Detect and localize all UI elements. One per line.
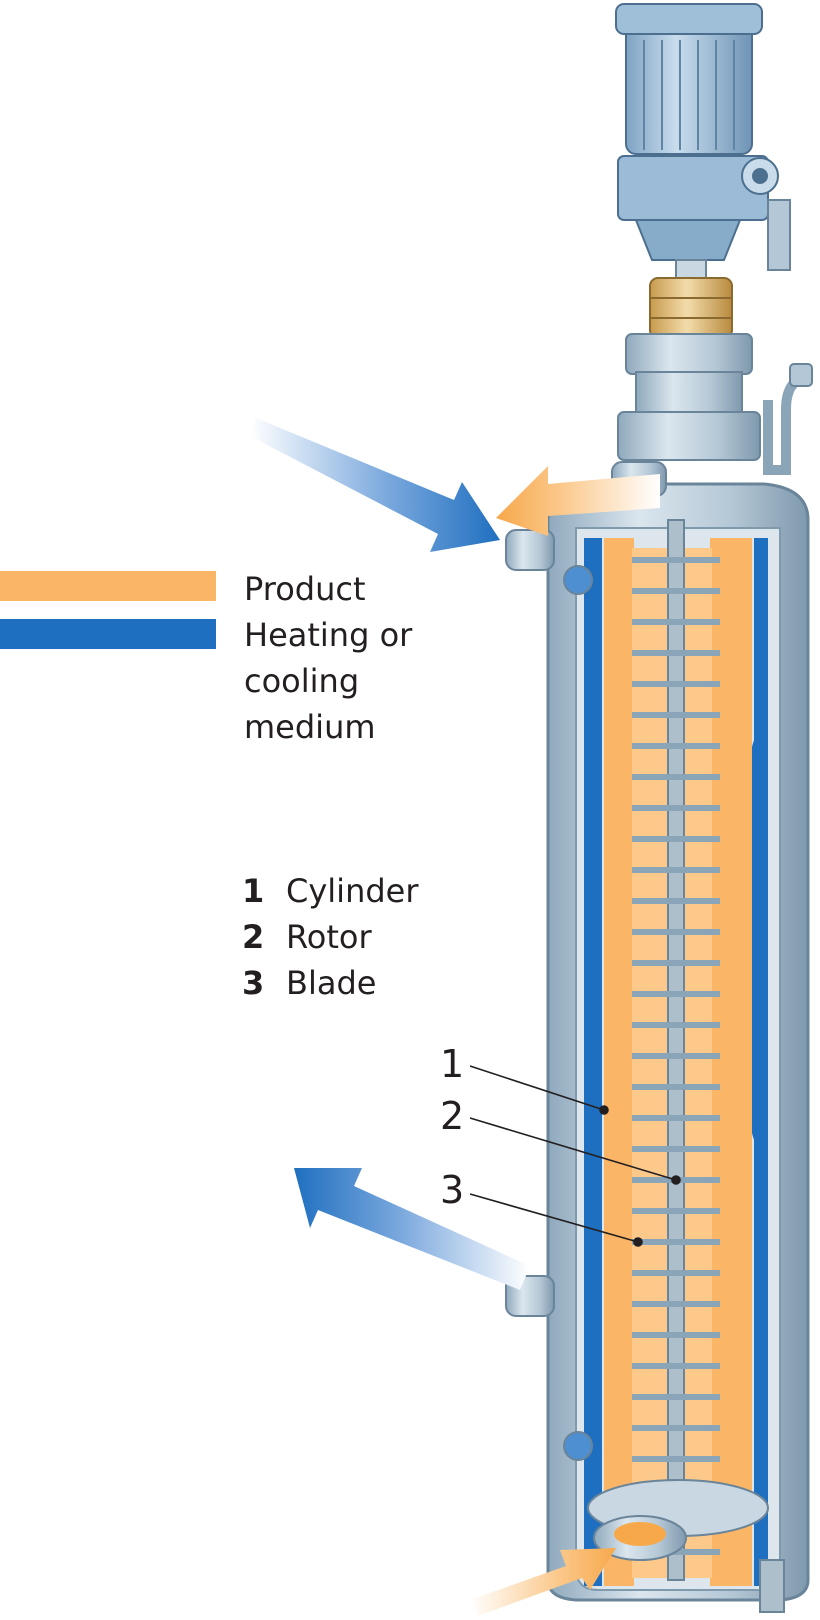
callout-3-label: 3 xyxy=(440,1168,465,1212)
motor xyxy=(615,3,791,271)
callout-3-dot xyxy=(633,1237,643,1247)
callout-3-leader xyxy=(469,1193,639,1243)
legend-product-label: Product xyxy=(244,570,366,608)
callout-2-leader xyxy=(469,1117,677,1181)
product-inlet-nozzle xyxy=(593,1515,785,1613)
legend-medium-label-2: cooling xyxy=(244,662,360,700)
coupling xyxy=(649,259,733,339)
parts-num: 1 xyxy=(242,872,265,910)
product-swatch xyxy=(0,571,216,601)
legend-medium-label-1: Heating or xyxy=(244,616,413,654)
parts-row-blade: 3 Blade xyxy=(242,960,419,1006)
medium-swatch xyxy=(0,619,216,649)
rotor-blades xyxy=(632,557,720,1555)
callout-2-label: 2 xyxy=(440,1094,465,1138)
product-in-arrow xyxy=(470,1548,616,1616)
medium-outlet-arrow xyxy=(294,1168,530,1290)
parts-label: Blade xyxy=(286,964,377,1002)
parts-num: 2 xyxy=(242,918,265,956)
legend-medium-label-3: medium xyxy=(244,708,376,746)
medium-outlet-nozzle xyxy=(505,529,555,571)
cylinder-body xyxy=(546,482,810,1602)
product-out-arrow xyxy=(496,466,660,536)
parts-list: 1 Cylinder 2 Rotor 3 Blade xyxy=(242,868,419,1006)
callout-2-dot xyxy=(671,1175,681,1185)
parts-row-cylinder: 1 Cylinder xyxy=(242,868,419,914)
parts-row-rotor: 2 Rotor xyxy=(242,914,419,960)
callout-1-label: 1 xyxy=(440,1042,465,1086)
callout-1-dot xyxy=(599,1105,609,1115)
parts-label: Rotor xyxy=(286,918,372,956)
callout-1-leader xyxy=(469,1065,605,1111)
medium-inlet-arrow xyxy=(250,418,500,552)
parts-num: 3 xyxy=(242,964,265,1002)
parts-label: Cylinder xyxy=(286,872,419,910)
upper-housing xyxy=(617,333,813,475)
